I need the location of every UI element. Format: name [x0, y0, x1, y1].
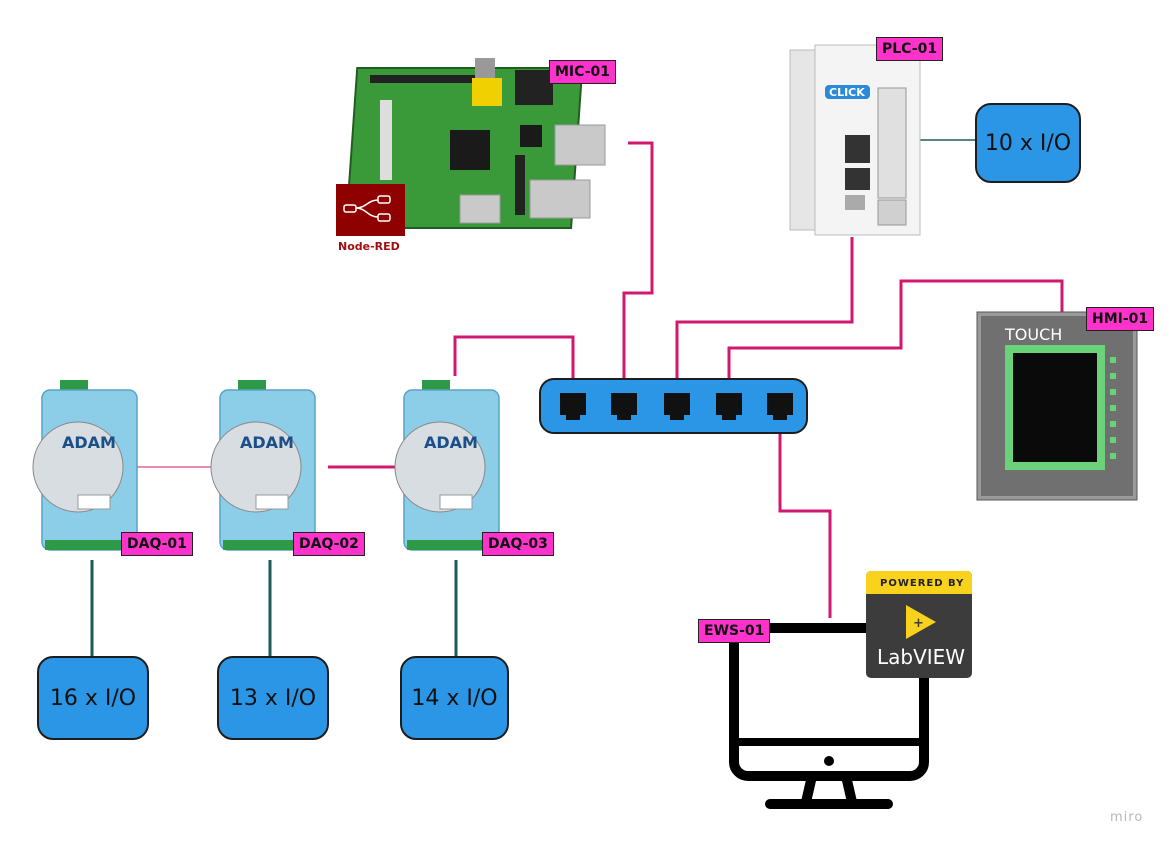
io-lines	[90, 139, 978, 656]
io-box-daq1: 16 x I/O	[37, 656, 149, 740]
daq3-tag: DAQ-03	[482, 532, 554, 556]
daq3-brand: ADAM	[424, 433, 478, 452]
labview-top-text: POWERED BY	[880, 578, 964, 589]
node-red-label: Node-RED	[338, 240, 400, 253]
switch-port	[767, 393, 793, 420]
daq1-tag: DAQ-01	[121, 532, 193, 556]
hmi-screen-text: TOUCH	[1004, 325, 1062, 344]
hmi-image: TOUCH	[976, 311, 1138, 501]
connection-lines	[328, 141, 1064, 618]
io-box-daq3: 14 x I/O	[400, 656, 509, 740]
network-switch	[539, 378, 808, 434]
monitor-icon	[729, 623, 929, 809]
plc-tag: PLC-01	[876, 37, 944, 61]
switch-port	[664, 393, 690, 420]
hmi-buttons	[1110, 357, 1116, 459]
node-red-logo: Node-RED	[336, 184, 405, 253]
labview-name: LabVIEW	[877, 645, 965, 669]
link-switch-ews	[778, 400, 832, 618]
io-box-daq2: 13 x I/O	[217, 656, 329, 740]
labview-badge: POWERED BY + LabVIEW	[866, 571, 972, 678]
io-box-plc: 10 x I/O	[975, 103, 1081, 183]
link-daq3-switch	[453, 335, 575, 393]
link-hmi-switch	[727, 279, 1064, 393]
miro-watermark: miro	[1110, 810, 1144, 825]
switch-port	[611, 393, 637, 420]
plc-image: CLICK	[789, 44, 921, 236]
daq2-brand: ADAM	[240, 433, 294, 452]
hmi-tag: HMI-01	[1086, 307, 1155, 331]
switch-port	[560, 393, 586, 420]
daq2-tag: DAQ-02	[293, 532, 365, 556]
daq1-brand: ADAM	[62, 433, 116, 452]
link-plc-switch	[675, 237, 854, 393]
mic-tag: MIC-01	[549, 60, 617, 84]
plc-brand: CLICK	[829, 86, 865, 99]
ews-tag: EWS-01	[698, 619, 771, 643]
mic-board-image	[344, 58, 606, 229]
daq3-image: ADAM	[394, 380, 500, 551]
svg-text:+: +	[913, 616, 924, 631]
daq1-image: ADAM	[32, 380, 138, 551]
daq2-image: ADAM	[210, 380, 316, 551]
labview-play-icon	[906, 605, 936, 639]
switch-port	[716, 393, 742, 420]
link-mic-switch	[622, 141, 654, 393]
